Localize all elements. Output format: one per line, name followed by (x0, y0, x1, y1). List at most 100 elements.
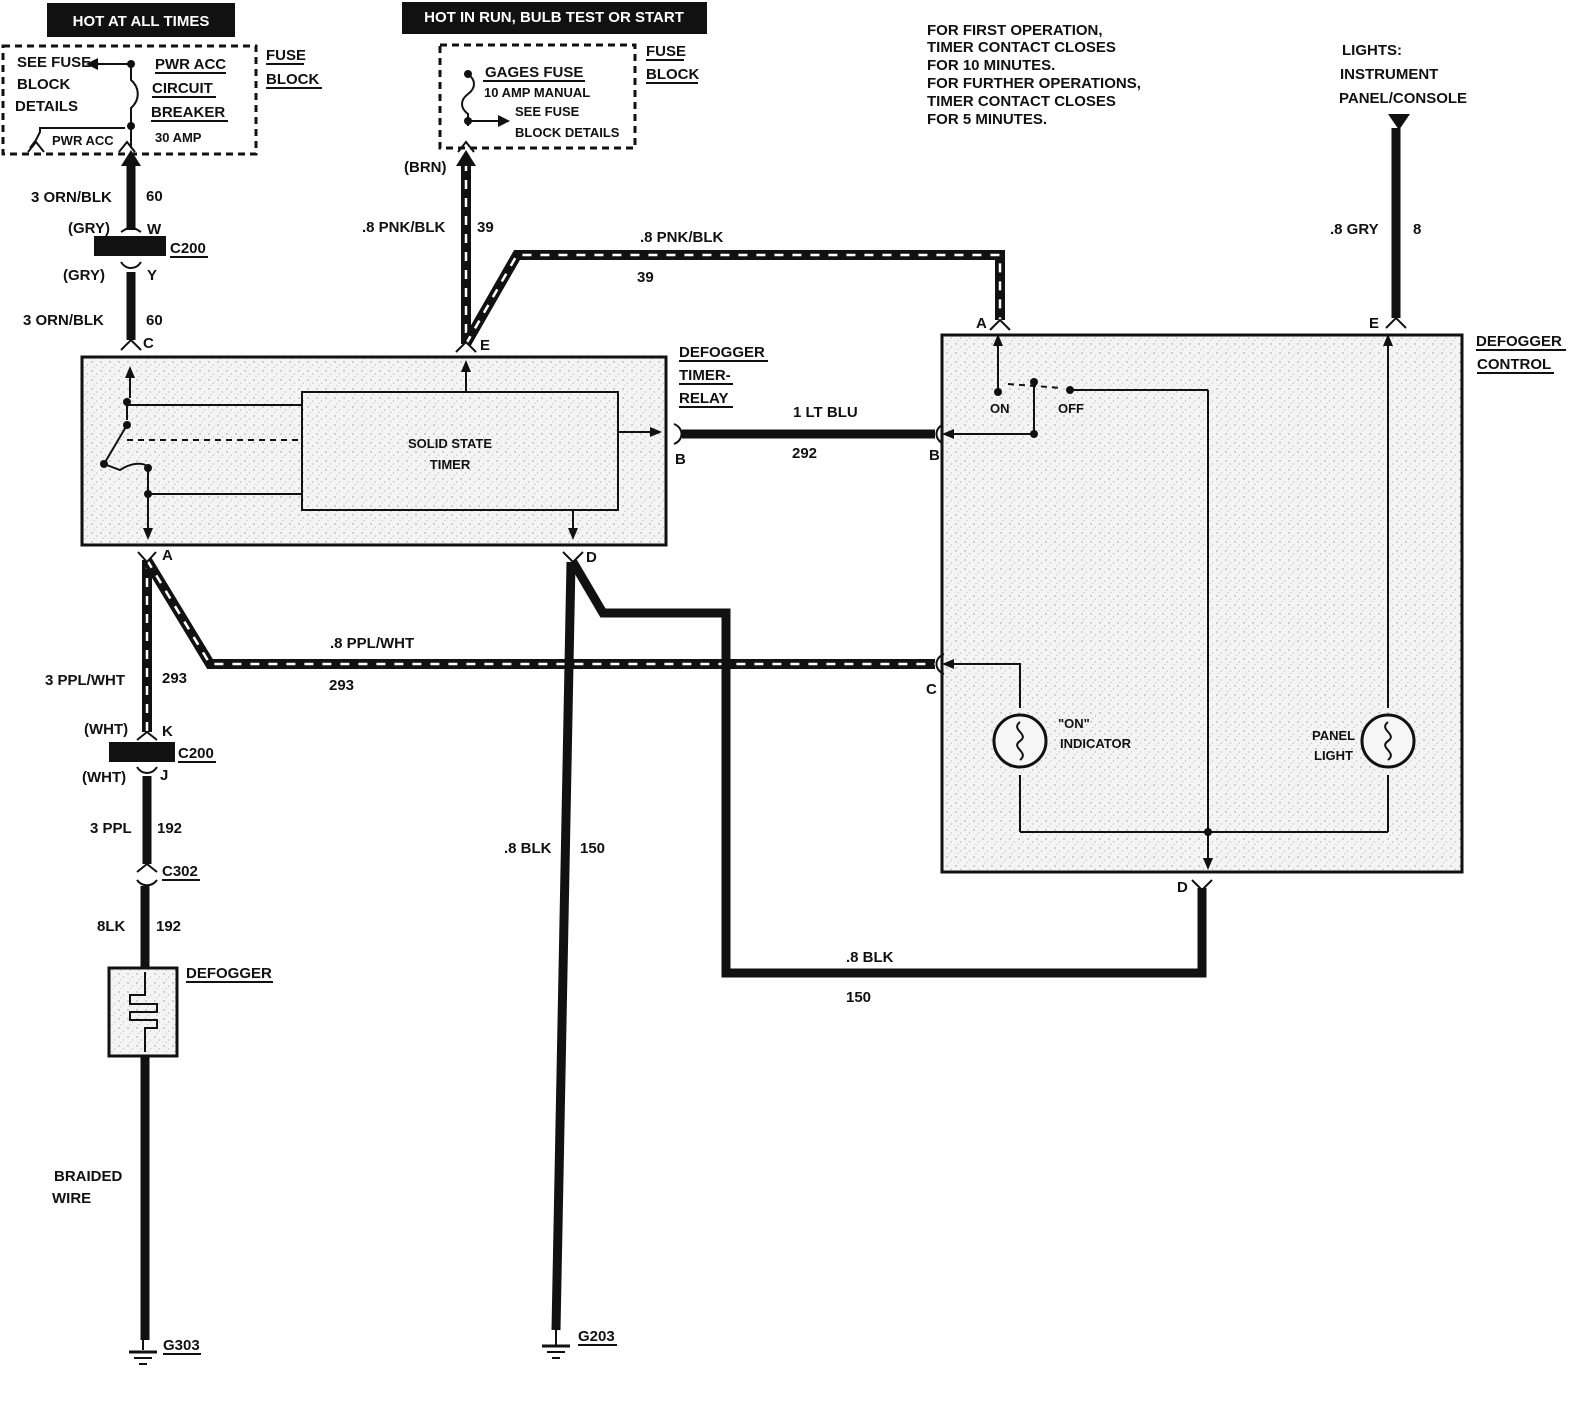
center-see-fuse-text: SEE FUSE (515, 104, 580, 119)
label-pin-k: K (162, 723, 173, 740)
solid-state-text: SOLID STATE (408, 436, 492, 451)
label-gry-w: (GRY) (68, 220, 110, 237)
fuse-block-center: GAGES FUSE 10 AMP MANUAL SEE FUSE BLOCK … (438, 43, 637, 153)
label-blk-horiz-num: 150 (846, 989, 871, 1006)
lights-line-3: PANEL/CONSOLE (1339, 90, 1467, 107)
lights-label: LIGHTS: INSTRUMENT PANEL/CONSOLE (1339, 42, 1467, 130)
label-pnk-blk-horiz-num: 39 (637, 269, 654, 286)
label-pin-w: W (147, 221, 162, 238)
label-blk-vert: .8 BLK (504, 840, 552, 857)
label-c302: C302 (162, 863, 198, 880)
control-title-1: DEFOGGER (1476, 333, 1562, 350)
label-braided: BRAIDED (54, 1168, 123, 1185)
lights-line-1: LIGHTS: (1342, 42, 1402, 59)
breaker-rating-text: 30 AMP (155, 130, 202, 145)
connector-c200-top (94, 236, 166, 256)
label-c200-top: C200 (170, 240, 206, 257)
on-indicator-text-1: "ON" (1058, 716, 1090, 731)
see-fuse-details-text: DETAILS (15, 98, 78, 115)
wire-ppl-wht-293 (109, 551, 945, 774)
label-g303: G303 (163, 1337, 200, 1354)
wire-lt-blu-292 (673, 423, 945, 445)
label-pnk-blk-horiz: .8 PNK/BLK (640, 229, 724, 246)
defogger-control (940, 333, 1464, 874)
panel-light-text-1: PANEL (1312, 728, 1355, 743)
label-gry-y: (GRY) (63, 267, 105, 284)
wire-ppl-192 (136, 776, 158, 968)
note-line-1: FOR FIRST OPERATION, (927, 22, 1103, 39)
wire-orn-blk-60 (94, 150, 166, 351)
label-ppl-wht-vert-num: 293 (162, 670, 187, 687)
timer-relay-title-3: RELAY (679, 390, 728, 407)
label-pin-b-ctrl: B (929, 447, 940, 464)
wire-braided-g303 (129, 1056, 157, 1365)
label-pin-j: J (160, 767, 168, 784)
label-lt-blu: 1 LT BLU (793, 404, 858, 421)
label-braided-wire: WIRE (52, 1190, 91, 1207)
label-pin-y: Y (147, 267, 157, 284)
lights-line-2: INSTRUMENT (1340, 66, 1438, 83)
label-brn: (BRN) (404, 159, 447, 176)
gages-fuse-rating-text: 10 AMP MANUAL (484, 85, 590, 100)
note-line-5: TIMER CONTACT CLOSES (927, 93, 1116, 110)
label-wht-k: (WHT) (84, 721, 128, 738)
breaker-breaker-text: BREAKER (151, 104, 225, 121)
label-orn-blk-top: 3 ORN/BLK (31, 189, 112, 206)
label-gry-8: .8 GRY (1330, 221, 1379, 238)
note-line-3: FOR 10 MINUTES. (927, 57, 1055, 74)
label-pin-c-ctrl: C (926, 681, 937, 698)
label-pin-a-timer: A (162, 547, 173, 564)
label-gry-8-num: 8 (1413, 221, 1421, 238)
label-pin-d-timer: D (586, 549, 597, 566)
defogger-timer-relay: SOLID STATE TIMER (80, 355, 668, 547)
label-orn-blk-bot: 3 ORN/BLK (23, 312, 104, 329)
panel-light-text-2: LIGHT (1314, 748, 1353, 763)
label-pin-a-ctrl: A (976, 315, 987, 332)
label-g203: G203 (578, 1328, 615, 1345)
label-ppl-wht-vert: 3 PPL/WHT (45, 672, 125, 689)
label-wht-j: (WHT) (82, 769, 126, 786)
switch-on-text: ON (990, 401, 1010, 416)
label-blk-horiz: .8 BLK (846, 949, 894, 966)
banner-hot-at-all-times: HOT AT ALL TIMES (47, 3, 235, 37)
label-lt-blu-num: 292 (792, 445, 817, 462)
timer-note: FOR FIRST OPERATION, TIMER CONTACT CLOSE… (927, 22, 1141, 128)
pwr-acc-bus-text: PWR ACC (52, 133, 114, 148)
defogger-title: DEFOGGER (186, 965, 272, 982)
note-line-2: TIMER CONTACT CLOSES (927, 39, 1116, 56)
label-blk-vert-num: 150 (580, 840, 605, 857)
label-orn-blk-bot-num: 60 (146, 312, 163, 329)
label-blk-8-left: 8LK (97, 918, 126, 935)
label-pin-b-timer: B (675, 451, 686, 468)
label-ppl-wht-horiz: .8 PPL/WHT (330, 635, 414, 652)
fuse-block-center-title-1: FUSE (646, 43, 686, 60)
label-ppl-3-num: 192 (157, 820, 182, 837)
arrow-right-icon (498, 115, 510, 127)
label-pin-c-timer: C (143, 335, 154, 352)
lights-source-arrow-icon (1388, 114, 1410, 130)
control-title-2: CONTROL (1477, 356, 1551, 373)
timer-relay-title-2: TIMER- (679, 367, 731, 384)
see-fuse-text: SEE FUSE (17, 54, 91, 71)
fuse-block-left: SEE FUSE BLOCK DETAILS PWR ACC CIRCUIT B… (1, 44, 258, 156)
label-pnk-blk-vert-num: 39 (477, 219, 494, 236)
note-line-4: FOR FURTHER OPERATIONS, (927, 75, 1141, 92)
label-orn-blk-top-num: 60 (146, 188, 163, 205)
banner-hot-at-all-times-text: HOT AT ALL TIMES (73, 13, 210, 30)
gages-fuse-text: GAGES FUSE (485, 64, 583, 81)
timer-relay-title-1: DEFOGGER (679, 344, 765, 361)
breaker-circuit-text: CIRCUIT (152, 80, 213, 97)
connector-c200-bottom (109, 742, 175, 762)
label-c200-bottom: C200 (178, 745, 214, 762)
label-blk-8-left-num: 192 (156, 918, 181, 935)
label-pin-d-ctrl: D (1177, 879, 1188, 896)
rear-defogger (107, 966, 179, 1058)
banner-hot-in-run-text: HOT IN RUN, BULB TEST OR START (424, 9, 684, 26)
label-pnk-blk-vert: .8 PNK/BLK (362, 219, 446, 236)
see-fuse-block-text: BLOCK (17, 76, 70, 93)
note-line-6: FOR 5 MINUTES. (927, 111, 1047, 128)
breaker-pwr-acc-text: PWR ACC (155, 56, 226, 73)
solid-state-timer (301, 391, 619, 511)
wire-blk-150 (542, 551, 1213, 1359)
